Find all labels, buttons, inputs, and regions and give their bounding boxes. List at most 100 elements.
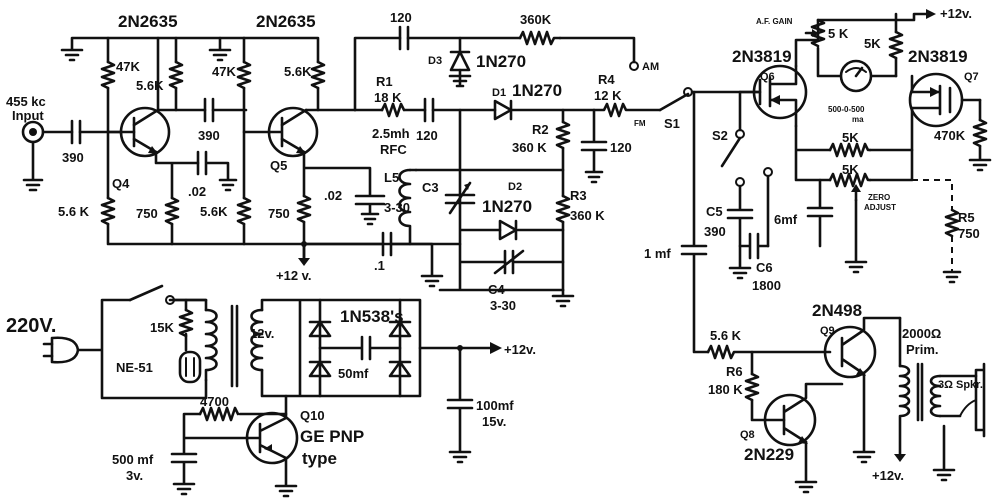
r750-b-label: 750 <box>268 206 290 221</box>
transformer-t1-secondary <box>250 308 264 372</box>
c4-ref-label: C4 <box>488 282 505 297</box>
supply-out-label: +12v. <box>504 342 536 357</box>
r15k-label: 15K <box>150 320 174 335</box>
s2-label: S2 <box>712 128 728 143</box>
q6-type-label: 2N3819 <box>732 47 792 66</box>
capacitor-390-input <box>70 119 82 145</box>
r6-val-label: 180 K <box>708 382 743 397</box>
r5-val-label: 750 <box>958 226 980 241</box>
resistor-r6 <box>744 372 760 402</box>
r2-ref-label: R2 <box>532 122 549 137</box>
r3-val-label: 360 K <box>570 208 605 223</box>
input-label-1: 455 kc <box>6 94 46 109</box>
c01-label: .1 <box>374 258 385 273</box>
input-label-2: Input <box>12 108 44 123</box>
tank-ground <box>551 288 575 308</box>
d1-ref-label: D1 <box>492 87 506 99</box>
l5-label: L5 <box>384 170 399 185</box>
resistor-470k <box>972 118 988 148</box>
capacitor-50mf <box>318 335 402 361</box>
r5-dashed-wire <box>912 179 953 272</box>
r4-val-label: 12 K <box>594 88 622 103</box>
resistor-750-q4 <box>164 196 180 226</box>
q4-ref-label: Q4 <box>112 176 130 191</box>
meter-label-1: 500-0-500 <box>828 105 865 114</box>
capacitor-120-top <box>398 25 410 51</box>
c50mf-label: 50mf <box>338 366 369 381</box>
s1-label: S1 <box>664 116 680 131</box>
diode-1n538-a <box>308 320 332 338</box>
switch-s2 <box>720 136 742 168</box>
q4-bias-wire <box>106 36 122 134</box>
resistor-4700 <box>198 406 240 422</box>
capacitor-01 <box>302 231 444 288</box>
af-gain-label: A.F. GAIN <box>756 17 793 26</box>
resistor-5k6-q5-base <box>236 196 252 226</box>
plus12-spk-label: +12v. <box>872 468 904 483</box>
prim-label-2: Prim. <box>906 342 939 357</box>
c120-r-label: 120 <box>610 140 632 155</box>
speaker-wire <box>932 374 978 482</box>
q8-type-label: 2N229 <box>744 445 794 464</box>
mains-plug-icon <box>42 336 80 364</box>
q10-emitter-ground <box>274 456 298 498</box>
capacitor-c5 <box>726 184 754 280</box>
q4-emitter-wire <box>154 150 200 246</box>
spkr-label: 3Ω Spkr. <box>938 379 983 391</box>
transformer-t1-primary <box>204 308 218 382</box>
q4-collector-wire <box>156 36 178 112</box>
r360k-top-label: 360K <box>520 12 552 27</box>
capacitor-c6 <box>738 174 770 260</box>
c390-cpl-label: 390 <box>198 128 220 143</box>
r750-a-label: 750 <box>136 206 158 221</box>
prim-label-1: 2000Ω <box>902 326 941 341</box>
capacitor-02-q4 <box>196 150 238 192</box>
arrow-right-icon <box>926 9 936 19</box>
r56k-a-label: 5.6K <box>136 78 164 93</box>
resistor-47k-q5 <box>236 60 252 90</box>
r5-ref-label: R5 <box>958 210 975 225</box>
resistor-5k6-q4-collector <box>168 60 184 90</box>
q9-emitter-ground <box>852 372 876 464</box>
c120-mid-label: 120 <box>416 128 438 143</box>
transformer-secondary <box>929 374 942 418</box>
r470k-label: 470K <box>934 128 966 143</box>
d3-ref-label: D3 <box>428 55 442 67</box>
q9-type-label: 2N498 <box>812 301 862 320</box>
transformer-primary <box>898 364 911 458</box>
junction-dot <box>457 345 463 351</box>
q6-drain-wire <box>794 12 928 68</box>
q10-base-network <box>170 412 288 496</box>
arrow-right-icon <box>490 342 502 354</box>
arrow-down-icon <box>298 258 310 266</box>
diode-d3 <box>448 36 472 88</box>
resistor-r3 <box>555 194 571 224</box>
q7-ref-label: Q7 <box>964 71 979 83</box>
capacitor-120-r <box>580 108 608 184</box>
capacitor-100mf <box>446 346 474 464</box>
neon-label: NE-51 <box>116 360 153 375</box>
plus12-top-label: +12v. <box>940 6 972 21</box>
q8-emitter-ground <box>794 440 818 494</box>
c390-in-label: 390 <box>62 150 84 165</box>
zero-label-1: ZERO <box>868 193 890 202</box>
r47k-b-label: 47K <box>212 64 236 79</box>
inductor-l5 <box>398 168 412 246</box>
meter-label-2: ma <box>852 115 864 124</box>
capacitor-1mf <box>680 90 710 354</box>
c1mf-label: 1 mf <box>644 246 671 261</box>
r2-val-label: 360 K <box>512 140 547 155</box>
resistor-5k6-q5-collector <box>310 60 326 90</box>
r56k-c-label: 5.6K <box>284 64 312 79</box>
q7-type-label: 2N3819 <box>908 47 968 66</box>
arrow-up-icon <box>851 184 861 192</box>
resistor-r4 <box>592 102 662 118</box>
speaker-icon <box>959 362 986 438</box>
c4-val-label: 3-30 <box>490 298 516 313</box>
c6mf-label: 6mf <box>774 212 798 227</box>
r1-val-label: 18 K <box>374 90 402 105</box>
r6-wire <box>750 350 786 422</box>
resistor-r1 <box>380 102 406 118</box>
r1-ref-label: R1 <box>376 74 393 89</box>
